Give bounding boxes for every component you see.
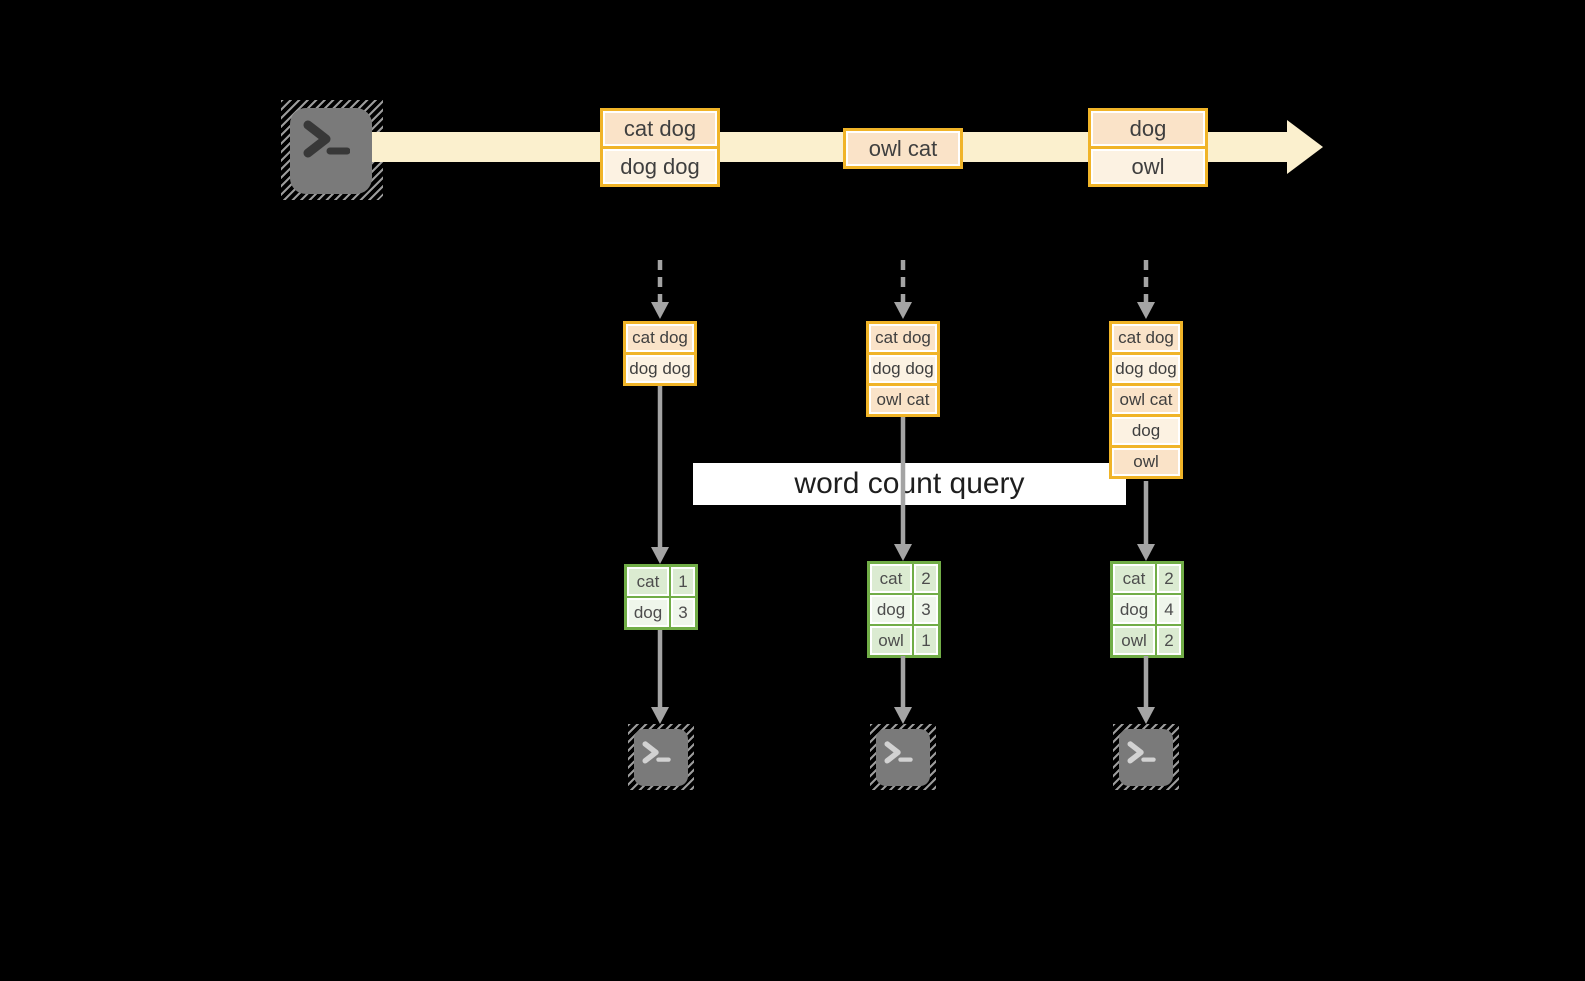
result-table-2: cat 2 dog 3 owl 1 xyxy=(867,561,941,658)
count-cell: 3 xyxy=(671,598,695,627)
word-cell: dog xyxy=(870,595,912,624)
count-cell: 2 xyxy=(914,564,938,593)
result-row: cat 2 xyxy=(1113,564,1181,593)
result-row: cat 2 xyxy=(870,564,938,593)
stream-batch-1: cat dog dog dog xyxy=(600,108,720,187)
arrow-result-to-sink-1 xyxy=(651,630,669,724)
word-cell: cat xyxy=(1113,564,1155,593)
prompt-glyph-icon xyxy=(642,741,671,764)
input-row: owl cat xyxy=(869,386,937,414)
terminal-source-icon xyxy=(290,108,372,194)
terminal-sink-icon-2 xyxy=(876,729,930,786)
input-row: dog dog xyxy=(869,355,937,383)
terminal-sink-icon-1 xyxy=(634,729,688,786)
input-row: dog xyxy=(1112,417,1180,445)
input-row: dog dog xyxy=(1112,355,1180,383)
accumulated-input-1: cat dog dog dog xyxy=(623,321,697,386)
terminal-sink-shadow-2 xyxy=(870,724,936,790)
accumulated-input-2: cat dog dog dog owl cat xyxy=(866,321,940,417)
arrow-input-to-result-2 xyxy=(894,417,912,561)
result-row: dog 4 xyxy=(1113,595,1181,624)
stream-batch-2: owl cat xyxy=(843,128,963,169)
word-cell: cat xyxy=(870,564,912,593)
prompt-glyph-icon xyxy=(1127,741,1156,764)
count-cell: 3 xyxy=(914,595,938,624)
result-row: owl 2 xyxy=(1113,626,1181,655)
batch-line: owl cat xyxy=(846,131,960,166)
stream-batch-3: dog owl xyxy=(1088,108,1208,187)
word-cell: dog xyxy=(627,598,669,627)
word-cell: cat xyxy=(627,567,669,596)
result-table-1: cat 1 dog 3 xyxy=(624,564,698,630)
count-cell: 1 xyxy=(671,567,695,596)
count-cell: 4 xyxy=(1157,595,1181,624)
batch-line: dog dog xyxy=(603,149,717,184)
prompt-glyph-icon xyxy=(303,120,350,158)
dashed-arrow-down-2 xyxy=(894,260,912,319)
arrow-result-to-sink-3 xyxy=(1137,656,1155,724)
count-cell: 2 xyxy=(1157,564,1181,593)
prompt-glyph-icon xyxy=(884,741,913,764)
input-row: owl cat xyxy=(1112,386,1180,414)
query-label-band: word count query xyxy=(693,463,1126,505)
arrow-input-to-result-3 xyxy=(1137,481,1155,561)
terminal-sink-shadow-1 xyxy=(628,724,694,790)
word-cell: owl xyxy=(870,626,912,655)
input-row: owl xyxy=(1112,448,1180,476)
terminal-source-shadow xyxy=(281,100,383,200)
result-row: dog 3 xyxy=(870,595,938,624)
result-table-3: cat 2 dog 4 owl 2 xyxy=(1110,561,1184,658)
input-row: cat dog xyxy=(1112,324,1180,352)
accumulated-input-3: cat dog dog dog owl cat dog owl xyxy=(1109,321,1183,479)
word-cell: dog xyxy=(1113,595,1155,624)
count-cell: 2 xyxy=(1157,626,1181,655)
batch-line: cat dog xyxy=(603,111,717,146)
batch-line: dog xyxy=(1091,111,1205,146)
terminal-sink-icon-3 xyxy=(1119,729,1173,786)
input-row: dog dog xyxy=(626,355,694,383)
dashed-arrow-down-3 xyxy=(1137,260,1155,319)
arrow-input-to-result-1 xyxy=(651,386,669,564)
terminal-sink-shadow-3 xyxy=(1113,724,1179,790)
batch-line: owl xyxy=(1091,149,1205,184)
input-row: cat dog xyxy=(626,324,694,352)
result-row: dog 3 xyxy=(627,598,695,627)
word-cell: owl xyxy=(1113,626,1155,655)
input-row: cat dog xyxy=(869,324,937,352)
result-row: cat 1 xyxy=(627,567,695,596)
count-cell: 1 xyxy=(914,626,938,655)
stream-timeline-arrowhead xyxy=(1287,120,1323,174)
result-row: owl 1 xyxy=(870,626,938,655)
arrow-result-to-sink-2 xyxy=(894,656,912,724)
dashed-arrow-down-1 xyxy=(651,260,669,319)
